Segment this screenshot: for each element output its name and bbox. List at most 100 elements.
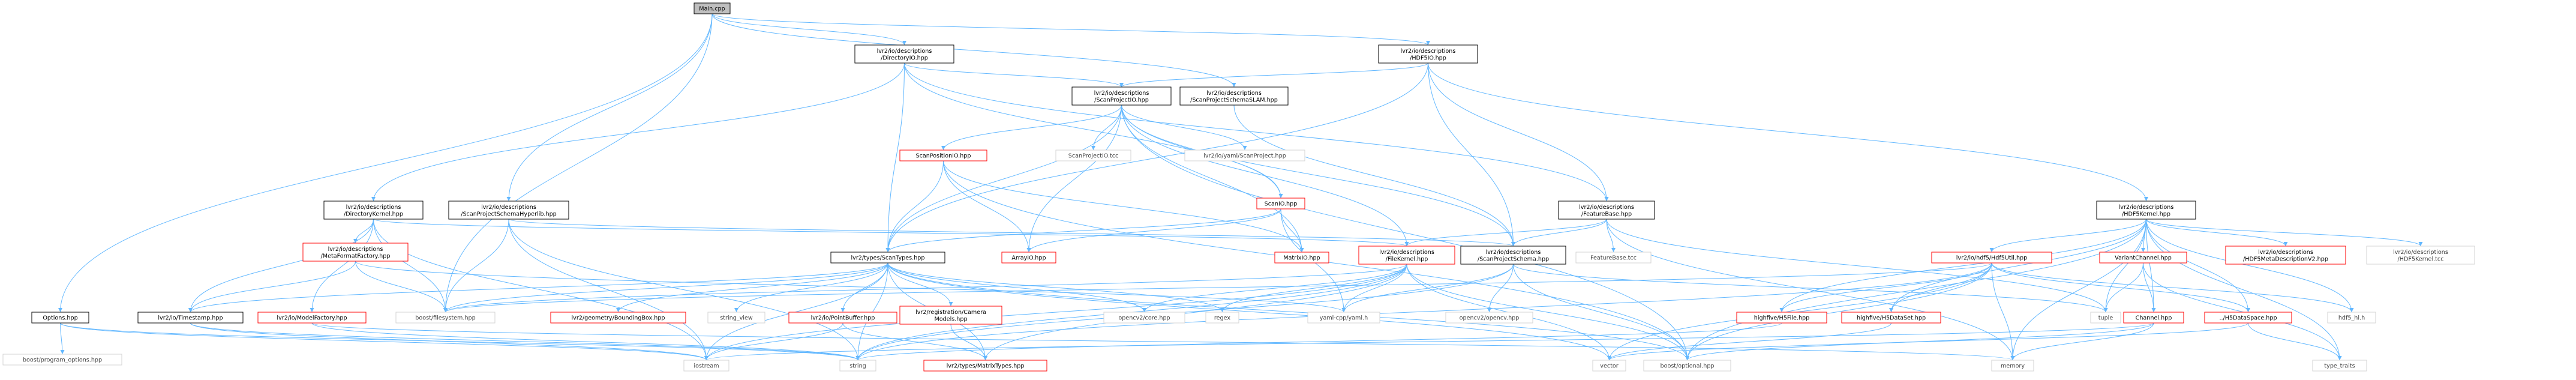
node-sppio[interactable]: lvr2/io/descriptions/ScanProjectIO.hpp	[1071, 86, 1172, 106]
node-h5dataset[interactable]: highfive/H5DataSet.hpp	[1841, 312, 1941, 324]
node-schema[interactable]: lvr2/io/descriptions/ScanProjectSchema.h…	[1460, 246, 1566, 265]
edge-scantypes-to-iostream	[704, 262, 888, 361]
node-bfs[interactable]: boost/filesystem.hpp	[395, 312, 496, 324]
edge-hdf5util-to-memory	[1991, 262, 2015, 361]
node-metaformat[interactable]: lvr2/io/descriptions/MetaFormatFactory.h…	[302, 243, 409, 262]
node-box	[448, 201, 569, 220]
node-bpo[interactable]: boost/program_options.hpp	[2, 354, 122, 366]
edge-h5dataspace-to-typetraits	[2248, 322, 2342, 361]
node-hdf5io[interactable]: lvr2/io/descriptions/HDF5IO.hpp	[1378, 44, 1478, 64]
node-opencvcore[interactable]: opencv2/core.hpp	[1103, 312, 1185, 324]
node-typetraits[interactable]: type_traits	[2312, 360, 2367, 372]
node-box	[2, 354, 122, 366]
node-filekernel[interactable]: lvr2/io/descriptions/FileKernel.hpp	[1358, 246, 1455, 265]
edge-spposio-to-scantypes	[885, 160, 944, 253]
edge-hdf5kernel-to-optional	[1685, 219, 2146, 361]
node-regex[interactable]: regex	[1205, 312, 1239, 324]
node-bbox[interactable]: lvr2/geometry/BoundingBox.hpp	[550, 312, 686, 324]
node-yamlcpp[interactable]: yaml-cpp/yaml.h	[1307, 312, 1380, 324]
node-optional[interactable]: boost/optional.hpp	[1643, 360, 1731, 372]
edge-hyperlib-to-iostream	[508, 219, 708, 361]
node-memory[interactable]: memory	[1991, 360, 2034, 372]
node-opencv[interactable]: opencv2/opencv.hpp	[1445, 312, 1533, 324]
node-scanio[interactable]: ScanIO.hpp	[1256, 198, 1305, 210]
node-featuretcc[interactable]: FeatureBase.tcc	[1575, 252, 1652, 264]
node-dirkernel[interactable]: lvr2/io/descriptions/DirectoryKernel.hpp	[323, 201, 424, 220]
node-label: /ScanProjectIO.hpp	[1094, 97, 1149, 103]
node-label: lvr2/io/descriptions	[2258, 249, 2313, 256]
edge-scantypes-to-string	[855, 262, 888, 361]
node-box	[707, 312, 765, 324]
edge-timestamp-to-iostream	[190, 322, 708, 361]
node-label: MatrixIO.hpp	[1283, 255, 1320, 262]
edge-hdf5io-to-hdf5kernel	[1428, 62, 2148, 202]
node-label: highfive/H5DataSet.hpp	[1857, 315, 1926, 322]
edge-main-to-options	[58, 13, 713, 313]
node-sppiotcc[interactable]: ScanProjectIO.tcc	[1055, 149, 1131, 161]
node-slam[interactable]: lvr2/io/descriptions/ScanProjectSchemaSL…	[1179, 86, 1289, 106]
node-box	[1358, 246, 1455, 265]
node-string[interactable]: string	[839, 360, 876, 372]
edge-scanio-to-matrixio	[1280, 208, 1304, 253]
node-label: lvr2/io/descriptions	[2393, 249, 2448, 256]
edge-schema-to-tuple	[1513, 264, 2108, 313]
node-tuple[interactable]: tuple	[2090, 312, 2121, 324]
node-varchan[interactable]: VariantChannel.hpp	[2099, 252, 2187, 264]
node-hdf5kerneltcc[interactable]: lvr2/io/descriptions/HDF5Kernel.tcc	[2366, 246, 2475, 265]
edge-filekernel-to-bfs	[443, 264, 1407, 313]
edge-scantypes-to-strview	[734, 262, 888, 313]
node-yamlsp[interactable]: lvr2/io/yaml/ScanProject.hpp	[1184, 149, 1305, 161]
node-box	[395, 312, 496, 324]
node-box	[1736, 312, 1827, 324]
edge-varchan-to-typetraits	[2143, 262, 2342, 361]
edge-dirio-to-dirkernel	[371, 62, 905, 202]
node-label: boost/filesystem.hpp	[415, 315, 475, 322]
node-featurebase[interactable]: lvr2/io/descriptions/FeatureBase.hpp	[1558, 201, 1655, 220]
node-hyperlib[interactable]: lvr2/io/descriptions/ScanProjectSchemaHy…	[448, 201, 569, 220]
node-scantypes[interactable]: lvr2/types/ScanTypes.hpp	[830, 252, 945, 264]
edge-dirkernel-to-metaformat	[353, 219, 374, 244]
node-h5dataspace[interactable]: ../H5DataSpace.hpp	[2204, 312, 2292, 324]
node-label: type_traits	[2324, 363, 2355, 370]
node-main[interactable]: Main.cpp	[693, 2, 731, 14]
edge-scantypes-to-regex	[887, 262, 1224, 313]
edge-h5dataspace-to-vector	[1607, 322, 2248, 361]
node-box	[1445, 312, 1533, 324]
node-modelfactory[interactable]: lvr2/io/ModelFactory.hpp	[257, 312, 367, 324]
node-timestamp[interactable]: lvr2/io/Timestamp.hpp	[137, 312, 244, 324]
edge-spposio-to-matrixio	[943, 160, 1304, 253]
node-matrixio[interactable]: MatrixIO.hpp	[1274, 252, 1329, 264]
edge-modelfactory-to-memory	[311, 322, 2014, 361]
node-hdf5metav2[interactable]: lvr2/io/descriptions/HDF5MetaDescription…	[2225, 246, 2346, 265]
node-arrayio[interactable]: ArrayIO.hpp	[1001, 252, 1056, 264]
edge-filekernel-to-iostream	[704, 264, 1407, 361]
node-strview[interactable]: string_view	[707, 312, 765, 324]
node-hdf5hl[interactable]: hdf5_hl.h	[2327, 312, 2376, 324]
edge-schema-to-yamlcpp	[1341, 264, 1514, 313]
node-box	[1205, 312, 1239, 324]
node-label: /HDF5Kernel.hpp	[2122, 211, 2170, 217]
node-h5file[interactable]: highfive/H5File.hpp	[1736, 312, 1827, 324]
edge-hdf5kernel-to-tuple	[2103, 219, 2146, 313]
edge-dirio-to-scantypes	[885, 62, 905, 253]
node-spposio[interactable]: ScanPositionIO.hpp	[899, 149, 987, 161]
node-channel[interactable]: Channel.hpp	[2123, 312, 2184, 324]
edge-h5file-to-string	[855, 322, 1782, 361]
node-options[interactable]: Options.hpp	[31, 312, 89, 324]
edge-filekernel-to-regex	[1220, 264, 1407, 313]
node-hdf5util[interactable]: lvr2/io/hdf5/Hdf5Util.hpp	[1931, 252, 2052, 264]
edge-scantypes-to-optional	[887, 262, 1689, 361]
node-vector[interactable]: vector	[1592, 360, 1626, 372]
node-label: string_view	[720, 315, 753, 322]
edge-main-to-hyperlib	[506, 13, 713, 202]
node-iostream[interactable]: iostream	[683, 360, 729, 372]
node-hdf5kernel[interactable]: lvr2/io/descriptions/HDF5Kernel.hpp	[2096, 201, 2196, 220]
node-label: lvr2/io/descriptions	[1206, 90, 1262, 97]
node-matrixtypes[interactable]: lvr2/types/MatrixTypes.hpp	[923, 360, 1047, 372]
node-dirio[interactable]: lvr2/io/descriptions/DirectoryIO.hpp	[854, 44, 954, 64]
node-box	[302, 243, 409, 262]
edge-scanio-to-arrayio	[1026, 208, 1281, 253]
node-box	[1103, 312, 1185, 324]
node-pointbuf[interactable]: lvr2/io/PointBuffer.hpp	[788, 312, 897, 324]
